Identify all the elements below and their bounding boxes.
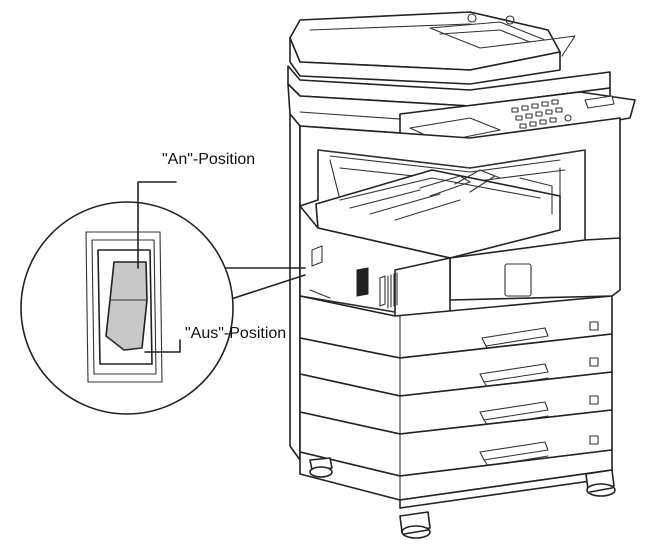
- on-position-label: "An"-Position: [162, 151, 256, 168]
- callout-pointer-line-lower: [227, 274, 306, 301]
- switch-callout: [20, 181, 306, 415]
- vent-grille: [387, 272, 398, 309]
- leader-line-on: [137, 181, 177, 269]
- body-left-side: [289, 113, 301, 461]
- document-feeder: [289, 11, 576, 85]
- caster-wheels: [309, 457, 616, 539]
- rocker-switch: [105, 261, 148, 351]
- off-position-label: "Aus"-Position: [185, 325, 287, 342]
- copier-illustration: [287, 11, 636, 539]
- keypad-buttons: [511, 99, 572, 129]
- main-body: [299, 205, 621, 349]
- leader-line-off: [144, 339, 181, 353]
